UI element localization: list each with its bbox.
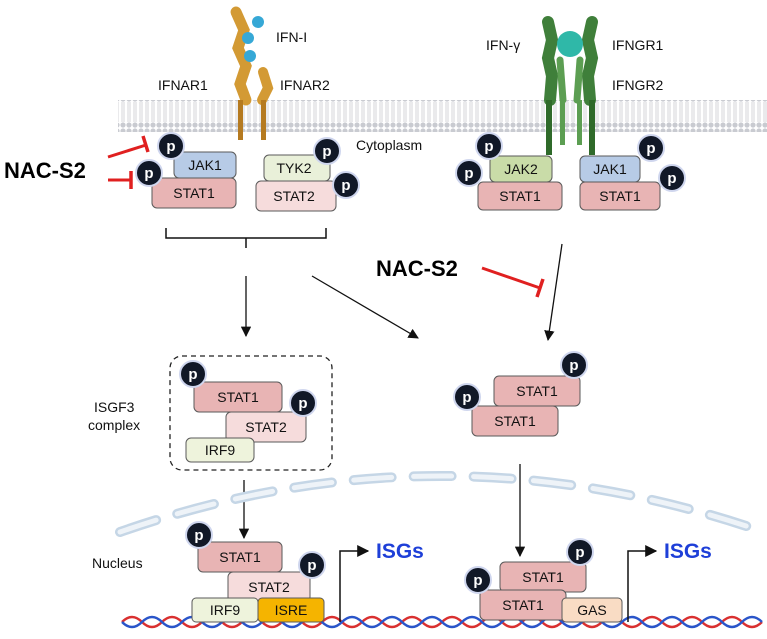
ifn-gamma-ligand [557, 31, 583, 57]
ifn-i-ligand [242, 16, 264, 62]
stat2-box [255, 180, 337, 212]
svg-text:p: p [322, 143, 331, 160]
svg-text:p: p [298, 395, 307, 412]
svg-text:STAT2: STAT2 [273, 188, 315, 204]
svg-text:STAT1: STAT1 [217, 389, 259, 405]
svg-text:JAK2: JAK2 [504, 161, 538, 177]
svg-text:STAT1: STAT1 [499, 188, 541, 204]
isre-box [257, 597, 325, 623]
arrow-to-stat1-dimer [311, 275, 419, 339]
svg-text:STAT2: STAT2 [248, 579, 290, 595]
stat1-box-bottom [471, 405, 559, 437]
merge-bracket [165, 228, 327, 248]
svg-text:STAT1: STAT1 [173, 185, 215, 201]
svg-text:STAT1: STAT1 [494, 413, 536, 429]
isgs-label-left: ISGs [376, 540, 424, 563]
svg-text:TYK2: TYK2 [276, 160, 311, 176]
phospho-badge: p [566, 538, 594, 566]
phospho-badge: p [332, 171, 360, 199]
ifngr1-label: IFNGR1 [612, 37, 664, 53]
svg-text:p: p [144, 165, 153, 182]
ifnar-receptor [230, 6, 274, 140]
phospho-badge: p [455, 159, 483, 187]
gas-box [561, 597, 623, 623]
svg-text:p: p [667, 170, 676, 187]
phospho-badge: p [658, 164, 686, 192]
stat1-box-left [477, 181, 563, 211]
stat2-box [225, 411, 307, 443]
svg-text:ISRE: ISRE [275, 602, 308, 618]
irf9-box [185, 437, 255, 463]
svg-text:p: p [473, 572, 482, 589]
svg-text:STAT1: STAT1 [502, 597, 544, 613]
cytoplasm-label: Cytoplasm [356, 137, 422, 153]
phospho-badge: p [313, 137, 341, 165]
cell-membrane [118, 100, 767, 132]
svg-text:p: p [341, 177, 350, 194]
svg-text:STAT2: STAT2 [245, 419, 287, 435]
svg-text:p: p [484, 138, 493, 155]
svg-text:p: p [194, 527, 203, 544]
svg-text:p: p [188, 366, 197, 383]
svg-text:STAT1: STAT1 [522, 569, 564, 585]
svg-text:STAT1: STAT1 [219, 549, 261, 565]
svg-text:p: p [166, 138, 175, 155]
svg-text:p: p [569, 357, 578, 374]
svg-text:IRF9: IRF9 [205, 442, 236, 458]
transcription-arrow-right [627, 545, 658, 622]
svg-text:JAK1: JAK1 [188, 157, 222, 173]
ifn-i-label: IFN-I [276, 29, 307, 45]
phospho-badge: p [135, 159, 163, 187]
stat1-dimer: STAT1 STAT1 [471, 375, 581, 437]
svg-text:p: p [646, 140, 655, 157]
nac-s2-label-right: NAC-S2 [376, 256, 458, 281]
nuclear-stat1-dimer: STAT1 STAT1 GAS [479, 561, 623, 623]
isgf3-complex: STAT1 STAT2 IRF9 [185, 381, 307, 463]
svg-text:p: p [464, 165, 473, 182]
svg-text:JAK1: JAK1 [593, 161, 627, 177]
isgs-label-right: ISGs [664, 540, 712, 563]
ifn-gamma-label: IFN-γ [486, 37, 520, 53]
svg-text:IRF9: IRF9 [210, 602, 241, 618]
phospho-badge: p [464, 566, 492, 594]
phospho-badge: p [475, 132, 503, 160]
phospho-badges: p p p p p p p p p p p p p p p p [135, 132, 686, 594]
phospho-badge: p [157, 132, 185, 160]
nuclear-isgf3: STAT1 STAT2 IRF9 ISRE [191, 541, 325, 623]
inhibition-mark-right [481, 266, 545, 298]
svg-text:p: p [462, 389, 471, 406]
svg-text:GAS: GAS [577, 602, 607, 618]
ifn-i-signaling-complex: JAK1 STAT1 TYK2 STAT2 [151, 151, 337, 212]
isgf3-dashed-box [169, 355, 333, 471]
ifn-gamma-signaling-complex: JAK2 STAT1 JAK1 STAT1 [477, 155, 661, 211]
phospho-badge: p [453, 383, 481, 411]
ifngr2-label: IFNGR2 [612, 77, 664, 93]
isgf3-label: ISGF3 [94, 399, 135, 415]
svg-text:STAT1: STAT1 [599, 188, 641, 204]
svg-text:p: p [307, 557, 316, 574]
ifnar2-label: IFNAR2 [280, 77, 330, 93]
nac-s2-label-left: NAC-S2 [4, 158, 86, 183]
svg-text:p: p [575, 544, 584, 561]
arrow-gamma-to-dimer [544, 243, 563, 342]
stat1-box-right [579, 181, 661, 211]
phospho-badge: p [637, 134, 665, 162]
phospho-badge: p [560, 351, 588, 379]
nucleus-label: Nucleus [92, 555, 143, 571]
phospho-badge: p [289, 389, 317, 417]
transcription-arrow-left [339, 545, 370, 622]
phospho-badge: p [179, 360, 207, 388]
phospho-badge: p [298, 551, 326, 579]
inhibition-marks-left [107, 135, 150, 189]
ifnar1-label: IFNAR1 [158, 77, 208, 93]
svg-text:STAT1: STAT1 [516, 383, 558, 399]
ifngr-receptor [541, 16, 599, 155]
phospho-badge: p [185, 521, 213, 549]
isgf3-label-2: complex [88, 417, 140, 433]
stat1-box [151, 177, 237, 209]
